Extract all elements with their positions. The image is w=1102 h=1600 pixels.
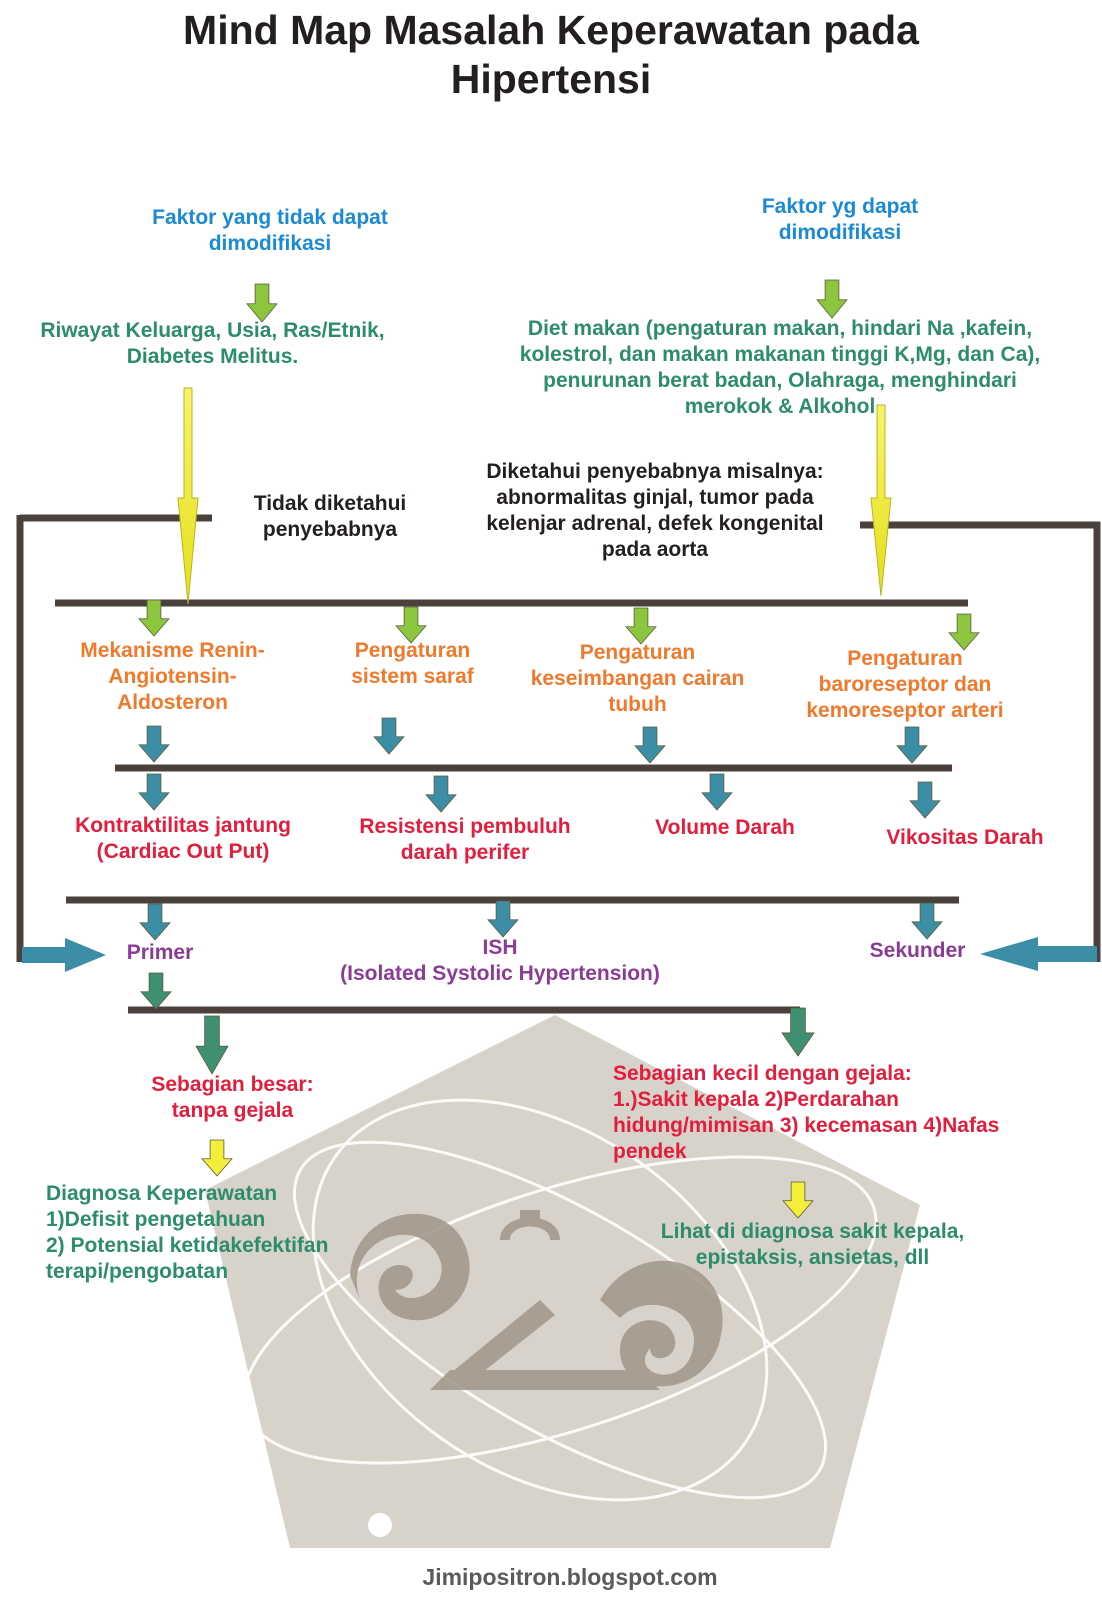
type-secondary: Sekunder <box>869 939 966 962</box>
long-arrow-right <box>870 404 892 597</box>
arrow-fluid-down <box>634 726 666 764</box>
unknown-cause-label: Tidak diketahui penyebabnya <box>253 492 407 542</box>
arrow-baroreceptor-down <box>896 726 928 764</box>
block-arrows <box>138 279 980 1219</box>
determinant-blood-viscosity: Vikositas Darah <box>886 826 1044 849</box>
arrow-to-mechanism-nervous <box>395 606 427 644</box>
arrow-to-sekunder <box>980 937 1097 971</box>
arrow-to-mechanism-fluid <box>625 607 657 645</box>
watermark-dot <box>368 1513 392 1537</box>
heading-modifiable-factors: Faktor yg dapat dimodifikasi <box>761 195 919 245</box>
determinant-blood-volume: Volume Darah <box>655 816 795 839</box>
mechanism-baroreceptor: Pengaturan baroreseptor dan kemoreseptor… <box>806 647 1004 723</box>
outcome-majority: Sebagian besar: tanpa gejala <box>151 1073 314 1123</box>
outcome-minority: Sebagian kecil dengan gejala: 1.)Sakit k… <box>613 1062 1000 1164</box>
watermark-pentagon <box>205 1015 920 1548</box>
connector-lines <box>16 514 1101 1014</box>
known-cause-label: Diketahui penyebabnya misalnya: abnormal… <box>486 460 824 562</box>
see-other-diagnosis: Lihat di diagnosa sakit kepala, epistaks… <box>660 1220 965 1270</box>
determinant-cardiac-output: Kontraktilitas jantung (Cardiac Out Put) <box>75 814 291 864</box>
determinant-peripheral-resistance: Resistensi pembuluh darah perifer <box>359 815 571 865</box>
arrow-to-mechanism-raa <box>138 599 170 637</box>
arrow-raa-down <box>138 725 170 763</box>
type-primary: Primer <box>126 941 194 964</box>
arrow-mod-to-list <box>816 279 848 319</box>
heading-non-modifiable-factors: Faktor yang tidak dapat dimodifikasi <box>152 206 388 256</box>
nursing-diagnosis-list: Diagnosa Keperawatan 1)Defisit pengetahu… <box>46 1182 329 1284</box>
modifiable-factor-list: Diet makan (pengaturan makan, hindari Na… <box>519 317 1041 419</box>
arrow-nervous-down <box>373 717 405 755</box>
mechanism-raa: Mekanisme Renin- Angiotensin- Aldosteron <box>80 639 265 715</box>
arrow-to-cardiac-output <box>138 773 170 811</box>
arrow-to-sekunder <box>911 902 943 940</box>
arrow-primer-down <box>140 972 172 1010</box>
mechanism-nervous-system: Pengaturan sistem saraf <box>351 639 474 689</box>
arrow-to-volume <box>701 773 733 811</box>
arrow-to-ish <box>487 900 519 938</box>
watermark-emblem <box>350 1210 723 1390</box>
arrow-to-primer <box>139 903 171 941</box>
arrow-to-nursing-diagnosis <box>201 1139 233 1177</box>
arrow-to-majority <box>195 1015 229 1075</box>
arrow-to-resistance <box>425 775 457 813</box>
arrow-to-mechanism-baroreceptor <box>948 613 980 651</box>
arrow-to-see-other <box>782 1181 814 1219</box>
page-title: Mind Map Masalah Keperawatan pada Hipert… <box>183 7 919 103</box>
arrow-to-viscosity <box>909 781 941 819</box>
arrow-to-minority <box>781 1007 815 1057</box>
long-arrow-left <box>177 387 199 605</box>
blog-credit: Jimipositron.blogspot.com <box>422 1564 718 1590</box>
non-modifiable-factor-list: Riwayat Keluarga, Usia, Ras/Etnik, Diabe… <box>40 319 385 369</box>
mechanism-fluid-balance: Pengaturan keseimbangan cairan tubuh <box>530 641 745 717</box>
watermark-logo <box>242 1098 878 1502</box>
arrow-nonmod-to-list <box>246 283 278 323</box>
type-ish: ISH (Isolated Systolic Hypertension) <box>340 936 660 986</box>
arrow-to-primer <box>22 938 106 972</box>
